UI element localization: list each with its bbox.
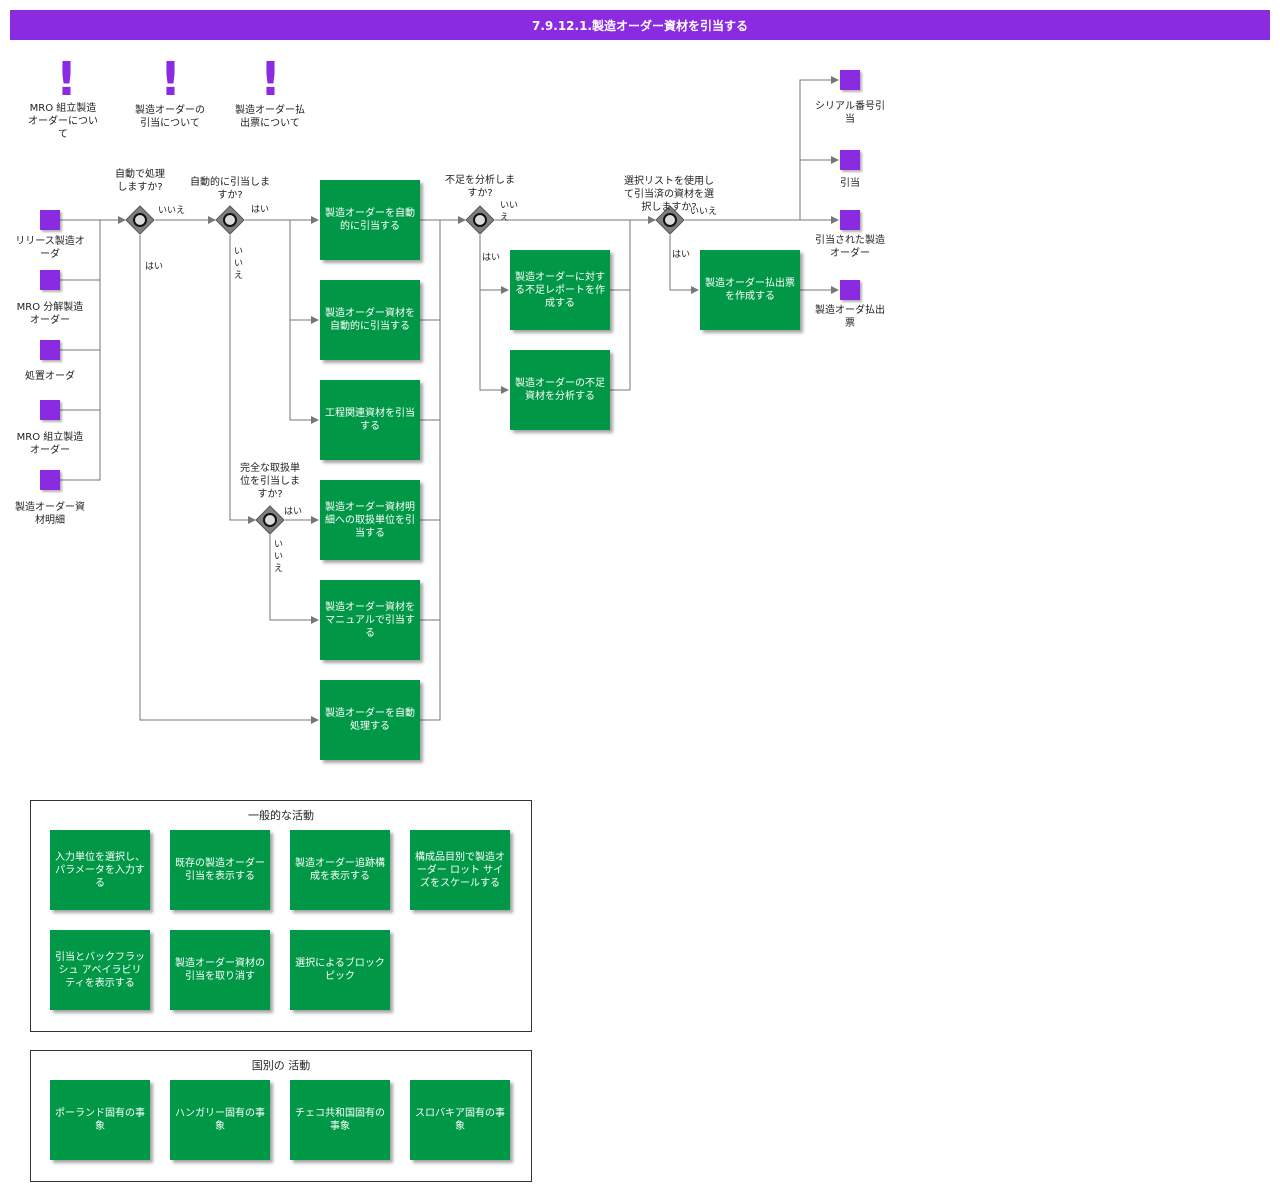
input-event-icon (40, 210, 60, 230)
input-label: リリース製造オーダ (15, 236, 85, 260)
input-label: 処置オーダ (25, 371, 75, 382)
gateway-icon (125, 205, 155, 235)
general-activity-box[interactable]: 製造オーダー追跡構成を表示する (290, 830, 390, 910)
edge-label-yes: はい (145, 262, 164, 272)
gateway-question: 自動で処理しますか? (115, 169, 165, 193)
activity-box[interactable]: 製造オーダーを自動処理する (320, 680, 420, 760)
country-activities-group: 国別の 活動 (30, 1050, 532, 1182)
input-label: MRO 分解製造オーダー (16, 302, 84, 326)
output-label: シリアル番号引当 (815, 101, 885, 125)
general-activity-box[interactable]: 構成品目別で製造オーダー ロット サイズをスケールする (410, 830, 510, 910)
output-label: 引当された製造オーダー (815, 235, 885, 259)
edge-label-no: いいえ (500, 201, 519, 223)
group-title: 国別の 活動 (251, 1059, 311, 1072)
activity-box[interactable]: 製造オーダーに対する不足レポートを作成する (510, 250, 610, 330)
gateway-question: 完全な取扱単位を引当しますか? (240, 463, 300, 500)
edge-label-no: いいえ (234, 247, 244, 281)
general-activity-box[interactable]: 選択によるブロック ピック (290, 930, 390, 1010)
input-event-icon (40, 270, 60, 290)
edge-label-no: いいえ (690, 207, 718, 217)
country-activity-box[interactable]: チェコ共和国固有の事象 (290, 1080, 390, 1160)
general-activity-box[interactable]: 既存の製造オーダー引当を表示する (170, 830, 270, 910)
general-activity-box[interactable]: 製造オーダー資材の引当を取り消す (170, 930, 270, 1010)
gateway-icon (655, 205, 685, 235)
gateway-question: 不足を分析しますか? (445, 175, 515, 199)
note-label[interactable]: 製造オーダー払出票について (235, 105, 305, 129)
activity-box[interactable]: 工程関連資材を引当する (320, 380, 420, 460)
edge-label-yes: はい (672, 250, 691, 260)
activity-box[interactable]: 製造オーダー資材を自動的に引当する (320, 280, 420, 360)
output-event-icon (840, 210, 860, 230)
edge-label-yes: はい (482, 253, 501, 263)
country-activity-box[interactable]: ポーランド固有の事象 (50, 1080, 150, 1160)
gateway-icon (465, 205, 495, 235)
output-event-icon (840, 280, 860, 300)
diagram-title: 7.9.12.1.製造オーダー資材を引当する (10, 10, 1270, 40)
exclamation-icon: ! (260, 52, 281, 106)
input-event-icon (40, 470, 60, 490)
output-event-icon (840, 150, 860, 170)
input-event-icon (40, 400, 60, 420)
note-label[interactable]: MRO 組立製造オーダーについて (28, 103, 98, 140)
general-activities-group: 一般的な活動 (30, 800, 532, 1032)
input-label: MRO 組立製造オーダー (16, 432, 84, 456)
group-title: 一般的な活動 (248, 809, 314, 822)
country-activity-box[interactable]: スロバキア固有の事象 (410, 1080, 510, 1160)
edge-label-no: いいえ (274, 540, 284, 574)
input-label: 製造オーダー資材明細 (15, 502, 85, 526)
exclamation-icon: ! (160, 52, 181, 106)
note-label[interactable]: 製造オーダーの引当について (135, 105, 205, 129)
gateway-icon (215, 205, 245, 235)
general-activity-box[interactable]: 引当とバックフラッシュ アベイラビリティを表示する (50, 930, 150, 1010)
activity-box[interactable]: 製造オーダーを自動的に引当する (320, 180, 420, 260)
output-label: 引当 (840, 178, 860, 189)
gateway-icon (255, 505, 285, 535)
general-activity-box[interactable]: 入力単位を選択し、パラメータを入力する (50, 830, 150, 910)
activity-box[interactable]: 製造オーダー資材をマニュアルで引当する (320, 580, 420, 660)
activity-box[interactable]: 製造オーダー資材明細への取扱単位を引当する (320, 480, 420, 560)
edge-label-yes: はい (284, 507, 303, 517)
input-event-icon (40, 340, 60, 360)
gateway-question: 選択リストを使用して引当済の資材を選択しますか? (624, 176, 714, 213)
output-event-icon (840, 70, 860, 90)
activity-box[interactable]: 製造オーダー払出票を作成する (700, 250, 800, 330)
output-label: 製造オーダ払出票 (815, 305, 885, 329)
exclamation-icon: ! (56, 52, 77, 106)
gateway-question: 自動的に引当しますか? (190, 177, 270, 201)
country-activity-box[interactable]: ハンガリー固有の事象 (170, 1080, 270, 1160)
edge-label-yes: はい (251, 205, 270, 215)
edge-label-no: いいえ (158, 206, 186, 216)
activity-box[interactable]: 製造オーダーの不足資材を分析する (510, 350, 610, 430)
